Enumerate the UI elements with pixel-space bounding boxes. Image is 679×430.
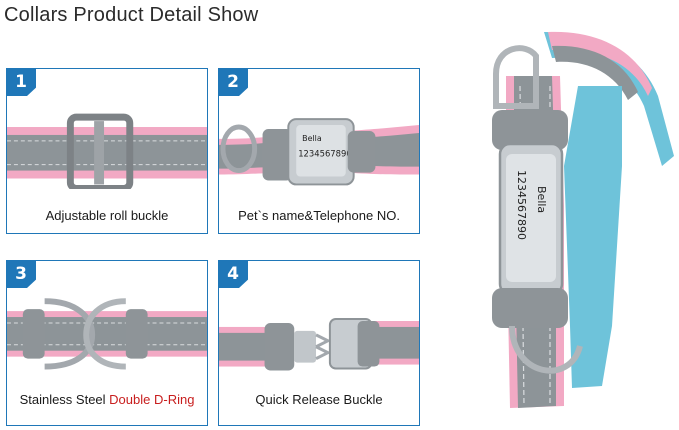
panel-number-badge: 1 <box>7 69 36 96</box>
name-plate-buckle-photo: Bella 1234567890 <box>219 69 419 189</box>
panel-number-badge: 2 <box>219 69 248 96</box>
panel-number-badge: 3 <box>7 261 36 288</box>
panel-caption: Adjustable roll buckle <box>45 208 169 223</box>
quick-release-buckle-photo <box>219 261 419 381</box>
feature-panel-roll-buckle: 1 Adjustable roll buckle <box>6 68 208 234</box>
product-plate-phone: 1234567890 <box>515 170 528 240</box>
collar-photo: Bella 1234567890 <box>452 26 676 426</box>
double-d-ring-photo-image <box>7 298 207 370</box>
roll-buckle-photo <box>7 69 207 189</box>
feature-panel-double-d-ring: 3 Stainless Steel Double D-Ring <box>6 260 208 426</box>
panel-caption: Quick Release Buckle <box>255 392 383 407</box>
caption-plain-text: Stainless Steel <box>19 392 110 407</box>
plate-name-text: Bella <box>302 134 322 143</box>
quick-release-buckle-photo-image <box>219 318 419 371</box>
panel-caption: Stainless Steel Double D-Ring <box>7 392 207 407</box>
panel-caption: Pet`s name&Telephone NO. <box>238 208 400 223</box>
product-plate-name: Bella <box>535 186 548 213</box>
feature-panel-name-plate: Bella 1234567890 2 Pet`s name&Telephone … <box>218 68 420 234</box>
feature-panel-quick-release: 4 Quick Release Buckle <box>218 260 420 426</box>
collar-photo-image: Bella 1234567890 <box>492 31 674 408</box>
plate-phone-text: 1234567890 <box>298 149 351 159</box>
caption-accent-text: Double D-Ring <box>109 392 195 407</box>
panel-number-badge: 4 <box>219 261 248 288</box>
page-title: Collars Product Detail Show <box>4 4 259 26</box>
name-plate-buckle-photo-image: Bella 1234567890 <box>219 118 419 186</box>
roll-buckle-photo-image <box>7 113 207 189</box>
double-d-ring-photo <box>7 261 207 381</box>
